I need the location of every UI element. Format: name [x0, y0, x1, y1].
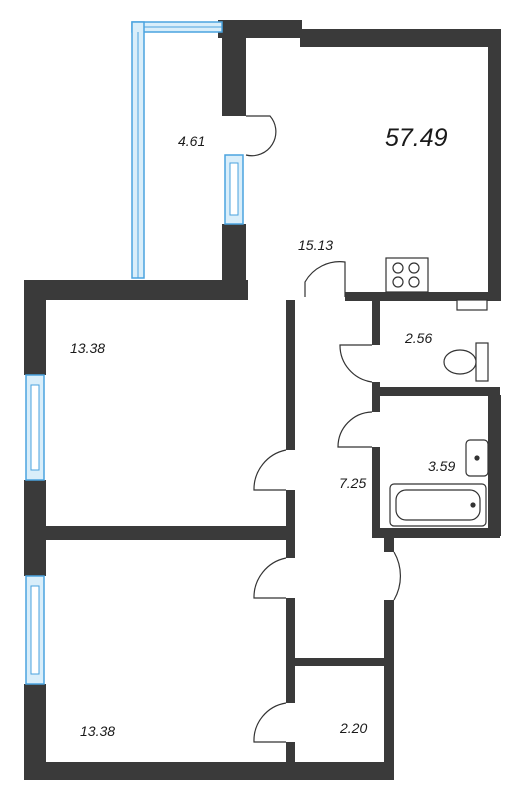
wall-wc-bath-divider	[372, 387, 500, 396]
wall-bath-left-b	[372, 447, 380, 532]
door-swing-icon	[253, 702, 287, 743]
sink-icon	[465, 439, 489, 477]
door-swing-icon	[393, 551, 401, 601]
wall-balcony-top	[222, 20, 246, 116]
bathroom-area-label: 3.59	[428, 458, 456, 474]
walls	[24, 20, 501, 780]
wall-wc-left-b	[372, 382, 380, 412]
wall-left-bottom	[24, 684, 46, 780]
door-swing-icon	[337, 411, 373, 448]
wc-area-label: 2.56	[405, 330, 433, 346]
wall-hall-right-b	[384, 600, 394, 780]
stove-icon	[385, 257, 429, 293]
wall-wc-left-a	[372, 300, 380, 345]
kitchen-area-label: 15.13	[298, 237, 334, 253]
wall-left-top	[24, 280, 46, 375]
sink-icon	[456, 299, 488, 311]
hallway-area-label: 7.25	[339, 475, 367, 491]
total-area-label: 57.49	[385, 124, 448, 152]
windows	[25, 21, 244, 685]
door-swing-icon	[253, 557, 287, 599]
wall-bath-bottom	[372, 528, 500, 538]
wall-hall-left-e	[286, 742, 295, 772]
balcony-area-label: 4.61	[178, 133, 206, 149]
window-icon	[25, 374, 45, 481]
wall-hall-right-a	[384, 532, 394, 552]
storage-area-label: 2.20	[340, 720, 368, 736]
bedroom-bottom-area-label: 13.38	[80, 723, 116, 739]
doors	[245, 115, 401, 743]
bedroom-top-area-label: 13.38	[70, 340, 106, 356]
wall-hall-left-a	[286, 300, 295, 450]
wall-right-bath	[488, 395, 501, 536]
wall-kitchen-bottom-right	[345, 292, 493, 301]
door-swing-icon	[253, 449, 287, 491]
window-icon	[224, 154, 244, 225]
wall-bedroom-divider	[24, 526, 294, 540]
window-icon	[131, 21, 223, 279]
wall-storage-top	[286, 658, 386, 666]
bathtub-icon	[389, 483, 487, 527]
wall-hall-left-d	[286, 598, 295, 703]
door-swing-icon	[245, 115, 277, 157]
wall-top-right	[300, 29, 500, 47]
fixtures	[385, 257, 489, 527]
wall-right-upper	[488, 29, 501, 301]
wall-kitchen-bottom-left	[24, 280, 248, 300]
door-swing-icon	[339, 344, 373, 383]
wall-bottom	[24, 762, 394, 780]
toilet-icon	[443, 342, 489, 382]
door-swing-icon	[304, 261, 346, 297]
wall-hall-left-c	[286, 540, 295, 558]
wall-hall-left-b	[286, 490, 295, 540]
window-icon	[25, 575, 45, 685]
